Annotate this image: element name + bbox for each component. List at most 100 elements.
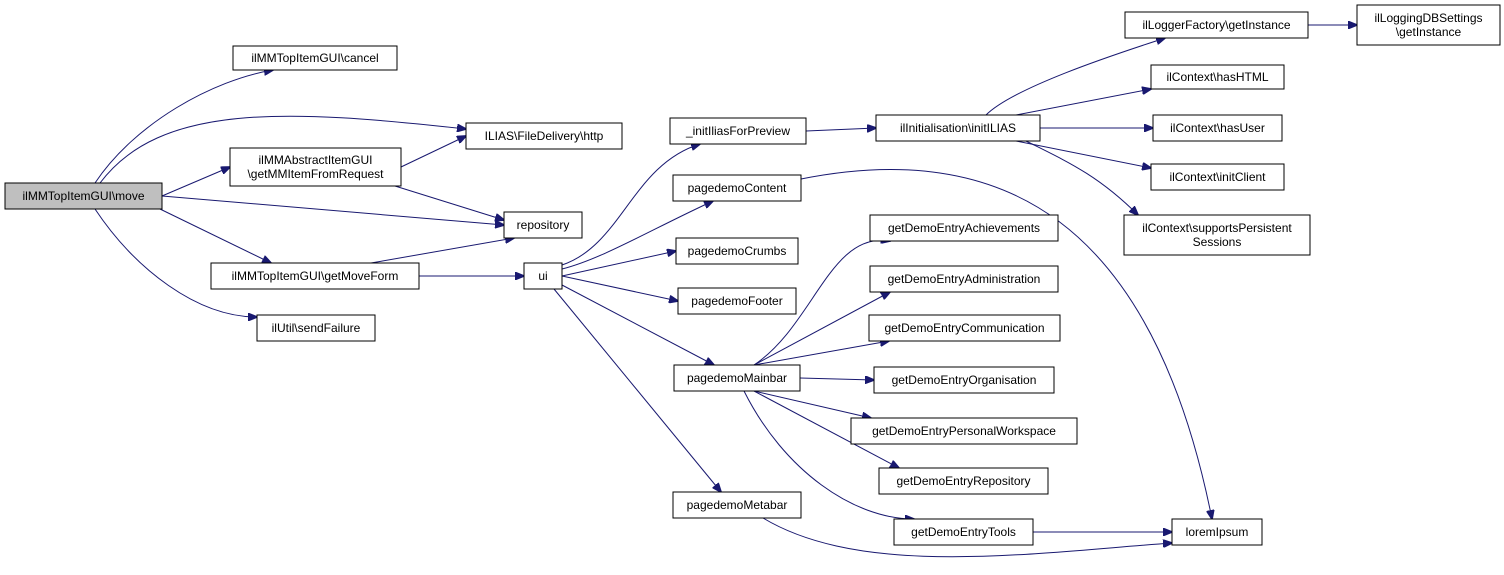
node-loremIpsum[interactable]: loremIpsum <box>1171 518 1263 546</box>
edge-pagedemoMainbar-to-administration <box>753 292 890 366</box>
edge-getMMItem-to-http <box>400 136 466 168</box>
edge-line <box>400 136 466 168</box>
edge-move-to-sendFailure <box>94 208 257 317</box>
node-label: pagedemoCrumbs <box>688 244 787 258</box>
node-label: ilContext\initClient <box>1169 170 1266 184</box>
node-box <box>4 182 163 210</box>
edge-line <box>1015 89 1151 116</box>
node-repository[interactable]: repository <box>503 211 583 239</box>
edge-move-to-repository <box>161 195 504 225</box>
node-label: pagedemoMainbar <box>687 371 787 385</box>
node-label: pagedemoFooter <box>691 294 782 308</box>
node-box <box>669 117 807 145</box>
edge-line <box>159 208 271 263</box>
node-tools[interactable]: getDemoEntryTools <box>893 518 1034 546</box>
node-initClient[interactable]: ilContext\initClient <box>1150 163 1285 191</box>
node-label: ui <box>538 269 547 283</box>
node-label: repository <box>517 218 570 232</box>
edge-getMMItem-to-repository <box>394 185 504 220</box>
edge-ui-to-pagedemoMainbar <box>561 284 714 365</box>
node-achievements[interactable]: getDemoEntryAchievements <box>869 214 1059 242</box>
node-box <box>210 262 420 290</box>
edge-initIlias-to-initILIAS <box>805 128 876 131</box>
edge-line <box>561 275 678 301</box>
node-demoRepository[interactable]: getDemoEntryRepository <box>878 467 1049 495</box>
node-box <box>675 237 799 265</box>
node-communication[interactable]: getDemoEntryCommunication <box>868 314 1061 342</box>
node-box <box>232 45 398 71</box>
node-box <box>893 518 1034 546</box>
node-label: Sessions <box>1193 235 1242 249</box>
node-label: ilMMTopItemGUI\move <box>22 189 144 203</box>
node-box <box>869 214 1059 242</box>
node-label: \getInstance <box>1396 25 1462 39</box>
node-box <box>523 262 563 290</box>
edge-line <box>762 517 1172 558</box>
edge-line <box>394 185 504 220</box>
edge-pagedemoMainbar-to-tools <box>743 390 914 519</box>
node-pagedemoMainbar[interactable]: pagedemoMainbar <box>673 364 801 392</box>
node-box <box>256 314 376 342</box>
edge-initILIAS-to-supportsPersistent <box>1025 140 1138 215</box>
node-label: ilContext\hasUser <box>1170 121 1265 135</box>
edge-pagedemoMainbar-to-organisation <box>799 378 874 380</box>
edge-move-to-getMMItem <box>161 167 230 197</box>
edge-line <box>561 251 676 277</box>
node-box <box>465 122 623 150</box>
node-move[interactable]: ilMMTopItemGUI\move <box>4 182 163 210</box>
node-pagedemoFooter[interactable]: pagedemoFooter <box>677 287 797 315</box>
node-label: ilMMTopItemGUI\getMoveForm <box>232 269 399 283</box>
node-getMoveForm[interactable]: ilMMTopItemGUI\getMoveForm <box>210 262 420 290</box>
edge-line <box>753 240 890 366</box>
node-box <box>673 364 801 392</box>
node-box <box>1124 11 1309 39</box>
node-label: ilLoggerFactory\getInstance <box>1142 18 1290 32</box>
edge-move-to-getMoveForm <box>159 208 271 263</box>
node-label: loremIpsum <box>1186 525 1249 539</box>
edge-ui-to-pagedemoCrumbs <box>561 251 676 277</box>
node-box <box>1150 163 1285 191</box>
node-pagedemoContent[interactable]: pagedemoContent <box>672 174 802 202</box>
node-box <box>1123 214 1311 256</box>
node-box <box>503 211 583 239</box>
node-personalWorkspace[interactable]: getDemoEntryPersonalWorkspace <box>850 417 1078 445</box>
node-getMMItem[interactable]: ilMMAbstractItemGUI\getMMItemFromRequest <box>229 147 402 187</box>
node-pagedemoCrumbs[interactable]: pagedemoCrumbs <box>675 237 799 265</box>
node-label: pagedemoContent <box>688 181 787 195</box>
node-label: ilContext\supportsPersistent <box>1142 221 1292 235</box>
node-hasHTML[interactable]: ilContext\hasHTML <box>1150 64 1285 90</box>
node-administration[interactable]: getDemoEntryAdministration <box>869 265 1059 293</box>
node-initIlias[interactable]: _initIliasForPreview <box>669 117 807 145</box>
node-label: getDemoEntryRepository <box>896 474 1030 488</box>
edge-line <box>561 284 714 365</box>
edge-move-to-http <box>99 115 466 184</box>
node-loggerFactory[interactable]: ilLoggerFactory\getInstance <box>1124 11 1309 39</box>
edge-line <box>753 292 890 366</box>
edge-ui-to-pagedemoFooter <box>561 275 678 301</box>
node-label: getDemoEntryAchievements <box>888 221 1040 235</box>
node-label: ilMMAbstractItemGUI <box>258 153 372 167</box>
edge-line <box>800 168 1212 519</box>
node-hasUser[interactable]: ilContext\hasUser <box>1152 114 1283 142</box>
edge-line <box>370 238 514 264</box>
edge-line <box>1025 140 1138 215</box>
edge-pagedemoMainbar-to-personalWorkspace <box>753 390 871 418</box>
node-cancel[interactable]: ilMMTopItemGUI\cancel <box>232 45 398 71</box>
edge-line <box>94 70 273 184</box>
edge-pagedemoMainbar-to-communication <box>753 341 889 366</box>
node-loggingDB[interactable]: ilLoggingDBSettings\getInstance <box>1356 4 1501 46</box>
node-initILIAS[interactable]: ilInitialisation\initILIAS <box>875 114 1041 142</box>
edge-pagedemoMainbar-to-achievements <box>753 240 890 366</box>
node-organisation[interactable]: getDemoEntryOrganisation <box>873 366 1055 394</box>
node-http[interactable]: ILIAS\FileDelivery\http <box>465 122 623 150</box>
node-pagedemoMetabar[interactable]: pagedemoMetabar <box>672 491 802 519</box>
edge-initILIAS-to-initClient <box>1015 140 1151 168</box>
edge-line <box>561 201 713 270</box>
edge-pagedemoContent-to-loremIpsum <box>800 168 1212 519</box>
node-box <box>677 287 797 315</box>
edge-line <box>753 390 899 468</box>
node-ui[interactable]: ui <box>523 262 563 290</box>
edge-ui-to-pagedemoMetabar <box>553 288 721 492</box>
node-sendFailure[interactable]: ilUtil\sendFailure <box>256 314 376 342</box>
